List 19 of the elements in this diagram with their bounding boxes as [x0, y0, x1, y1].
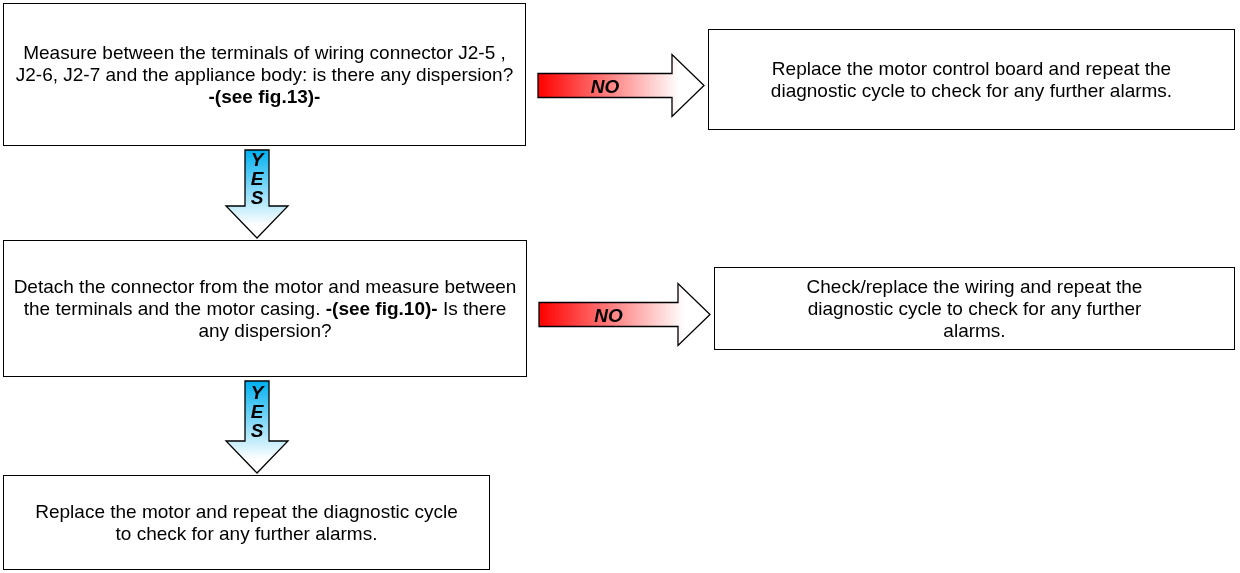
block-arrow [537, 52, 705, 119]
box-text: Replace the motor control board and repeat the diagnostic cycle to check for any further alarms. [769, 57, 1174, 102]
process-box [714, 267, 1235, 350]
edge-label: NO [590, 76, 620, 95]
block-arrow [224, 380, 290, 474]
box-text: Replace the motor and repeat the diagnostic cycle to check for any further alarms. [34, 500, 459, 545]
process-box [3, 475, 490, 570]
block-arrow [538, 281, 711, 348]
box-text: Detach the connector from the motor and measure between the terminals and the motor casing. -(see fig.10)- Is there any dispersion? [12, 275, 518, 342]
block-arrow [224, 149, 290, 239]
box-text: -(see fig.13)- [208, 85, 321, 108]
edge-label: NO [594, 305, 623, 324]
box-text: Check/replace the wiring and repeat the diagnostic cycle to check for any further alarms. [805, 275, 1144, 342]
edge-label: YES [249, 382, 266, 440]
edge-label: YES [249, 149, 266, 207]
process-box [3, 3, 526, 146]
process-box [3, 240, 527, 377]
process-box [708, 29, 1235, 130]
box-text: Measure between the terminals of wiring connector J2-5 , J2-6, J2-7 and the appliance body: is there any dispersion? [14, 41, 515, 86]
